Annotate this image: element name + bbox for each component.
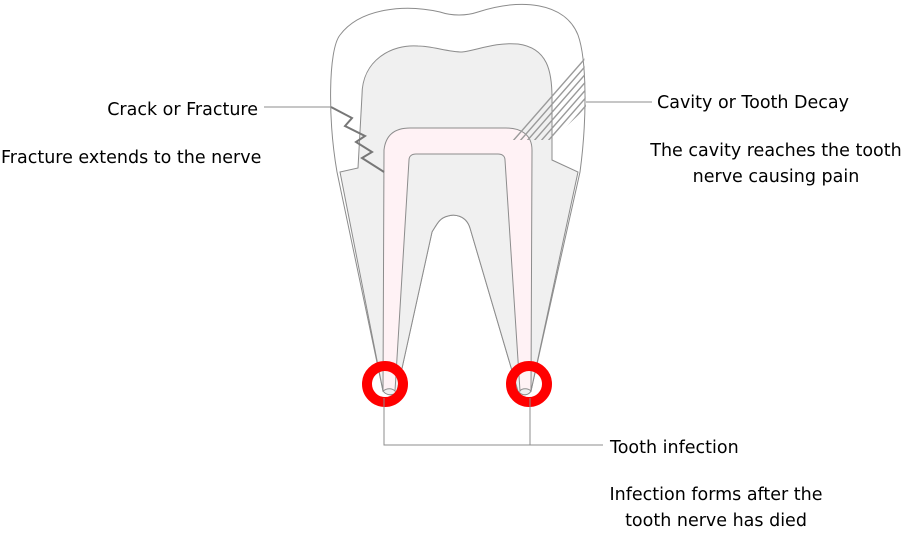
cavity-label: Cavity or Tooth Decay	[657, 93, 849, 113]
crack-description: Fracture extends to the nerve	[1, 148, 262, 168]
infection-description-line2: tooth nerve has died	[625, 511, 807, 531]
crack-label: Crack or Fracture	[107, 100, 258, 120]
infection-bracket-line	[383, 398, 603, 446]
cavity-description: The cavity reaches the tooth nerve causi…	[640, 138, 901, 190]
infection-description: Infection forms after the tooth nerve ha…	[600, 482, 832, 534]
infection-description-line1: Infection forms after the	[609, 485, 823, 505]
pulp	[382, 127, 533, 393]
cavity-description-line2: nerve causing pain	[692, 167, 860, 187]
infection-left-root	[362, 361, 408, 407]
infection-label: Tooth infection	[610, 438, 739, 458]
cavity-hatching	[506, 48, 586, 140]
infection-right-root	[506, 361, 552, 407]
cavity-description-line1: The cavity reaches the tooth	[650, 141, 901, 161]
crack-line	[330, 106, 385, 173]
